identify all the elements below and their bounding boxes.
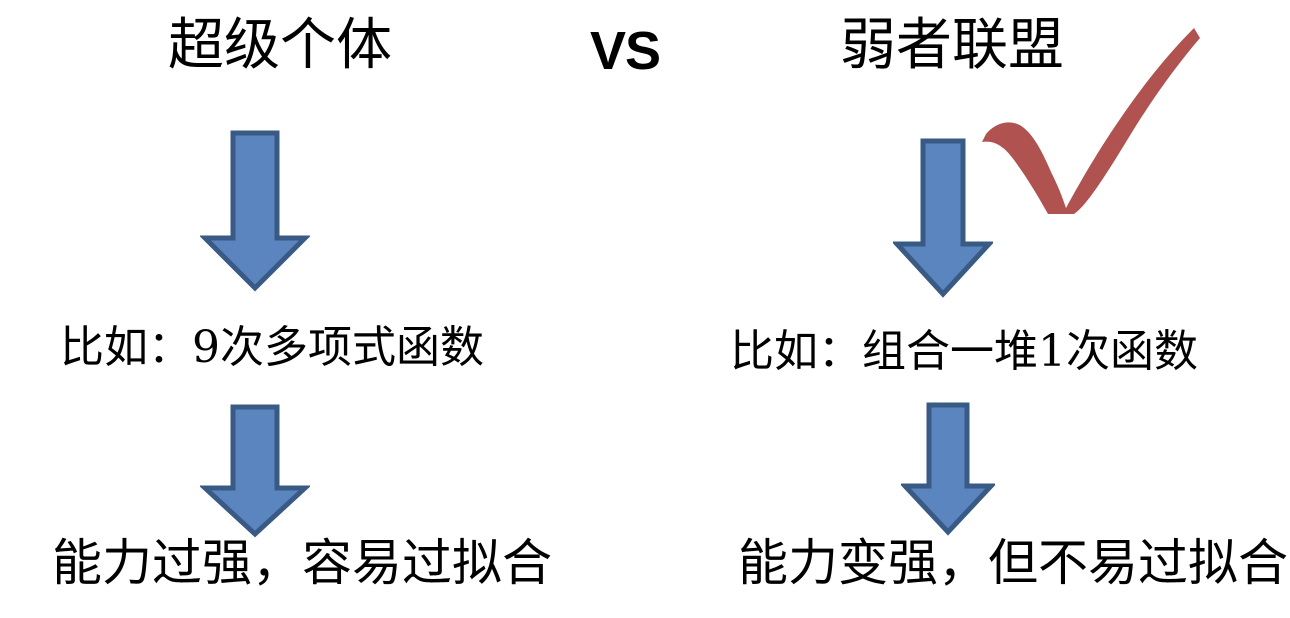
left-column-title: 超级个体 bbox=[168, 13, 392, 78]
down-arrow-icon bbox=[893, 138, 993, 298]
right-column-example-text: 比如：组合一堆1次函数 bbox=[730, 326, 1198, 377]
vs-separator-label: VS bbox=[590, 21, 661, 81]
down-arrow-icon bbox=[200, 404, 310, 538]
down-arrow-icon bbox=[200, 130, 310, 292]
checkmark-icon bbox=[982, 28, 1200, 214]
left-column-example-text: 比如：9次多项式函数 bbox=[60, 322, 484, 373]
right-column-result-text: 能力变强，但不易过拟合 bbox=[738, 534, 1288, 592]
right-column-title: 弱者联盟 bbox=[840, 13, 1064, 78]
left-column-result-text: 能力过强，容易过拟合 bbox=[52, 534, 552, 592]
down-arrow-icon bbox=[901, 402, 995, 536]
